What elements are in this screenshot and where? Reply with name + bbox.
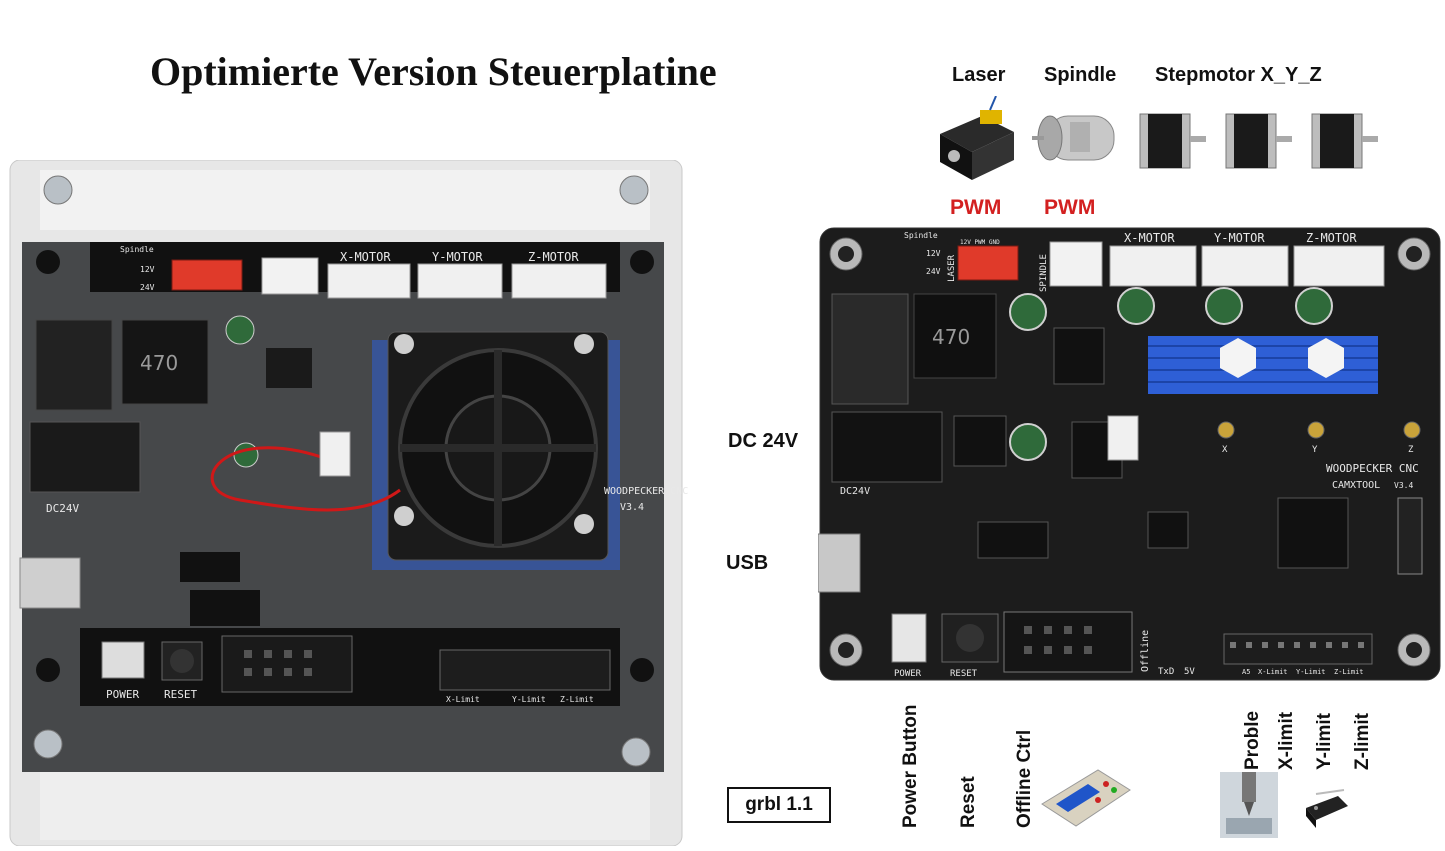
- label-z-limit: Z-limit: [1352, 713, 1373, 770]
- case-silk-spindle: Spindle: [120, 245, 154, 254]
- board-silk-y: Y: [1312, 445, 1318, 455]
- board-silk-z-motor: Z-MOTOR: [1306, 231, 1357, 245]
- board-silk-spindle: Spindle: [904, 231, 938, 240]
- case-silk-reset: RESET: [164, 688, 197, 701]
- label-spindle: Spindle: [1044, 64, 1117, 86]
- limit-switch-image: [1298, 786, 1354, 832]
- case-silk-power: POWER: [106, 688, 139, 701]
- stepper-motor-icon: [1311, 113, 1378, 169]
- board-silk-reset: RESET: [950, 669, 978, 679]
- board-silk-power: POWER: [894, 669, 922, 679]
- board-silk-y-motor: Y-MOTOR: [1214, 231, 1265, 245]
- offline-controller-icon: [1041, 769, 1131, 827]
- label-y-limit: Y-limit: [1314, 712, 1335, 770]
- bare-board-photo: X-MOTOR Y-MOTOR Z-MOTOR Spindle 12V 24V …: [817, 226, 1442, 686]
- case-silk-dc24v: DC24V: [46, 502, 79, 515]
- limit-switch-icon: [1306, 789, 1348, 828]
- board-silk-x-motor: X-MOTOR: [1124, 231, 1175, 245]
- case-silk-y-limit: Y-Limit: [512, 695, 546, 704]
- laser-module-icon: [940, 95, 1014, 180]
- label-dc-24v: DC 24V: [728, 430, 799, 452]
- case-silk-version: V3.4: [620, 502, 644, 513]
- label-usb: USB: [726, 552, 769, 574]
- stepper-motor-icon: [1139, 113, 1206, 169]
- board-silk-12v: 12V: [926, 249, 941, 258]
- label-x-limit: X-limit: [1276, 711, 1297, 770]
- board-in-case-photo: X-MOTOR Y-MOTOR Z-MOTOR Spindle 12V 24V …: [0, 159, 700, 847]
- case-silk-24v: 24V: [140, 283, 155, 292]
- board-silk-pwm-header: 12V PWM GND: [960, 239, 1000, 246]
- label-offline-ctrl: Offline Ctrl: [1014, 729, 1035, 828]
- case-silk-x-motor: X-MOTOR: [340, 250, 391, 264]
- offline-controller-image: [1036, 760, 1136, 836]
- label-proble: Proble: [1242, 710, 1263, 770]
- grbl-version-badge: grbl 1.1: [727, 787, 831, 823]
- board-silk-x-limit: X-Limit: [1258, 668, 1288, 676]
- stepper-motor-y-image: [1220, 106, 1296, 176]
- board-silk-z: Z: [1408, 445, 1414, 455]
- board-silk-spindle-vertical: SPINDLE: [1039, 254, 1049, 292]
- stepper-motor-icon: [1225, 113, 1292, 169]
- board-silk-z-limit: Z-Limit: [1334, 668, 1364, 676]
- label-pwm-laser: PWM: [950, 196, 1002, 219]
- label-pwm-spindle: PWM: [1044, 196, 1096, 219]
- board-silk-dc24v: DC24V: [840, 486, 870, 497]
- board-case-illustration: X-MOTOR Y-MOTOR Z-MOTOR Spindle 12V 24V …: [9, 159, 688, 847]
- board-inductor-label: 470: [932, 325, 970, 349]
- case-silk-z-limit: Z-Limit: [560, 695, 594, 704]
- label-reset: Reset: [958, 776, 979, 828]
- laser-module-image: [930, 95, 1020, 186]
- board-silk-x: X: [1222, 445, 1228, 455]
- board-silk-a5: A5: [1242, 668, 1250, 676]
- case-silk-z-motor: Z-MOTOR: [528, 250, 579, 264]
- case-silk-y-motor: Y-MOTOR: [432, 250, 483, 264]
- board-silk-y-limit: Y-Limit: [1296, 668, 1326, 676]
- stepper-motor-x-image: [1134, 106, 1210, 176]
- board-silk-5v: 5V: [1184, 667, 1195, 677]
- board-silk-brand: WOODPECKER CNC: [1326, 462, 1419, 475]
- board-silk-camxtool: CAMXTOOL: [1332, 480, 1380, 491]
- board-silk-laser: LASER: [947, 254, 957, 282]
- page-title: Optimierte Version Steuerplatine: [150, 49, 717, 94]
- spindle-motor-icon: [1032, 115, 1115, 161]
- board-silk-offline: Offline: [1140, 630, 1151, 672]
- probe-image: [1220, 772, 1278, 838]
- board-silk-txd: TxD: [1158, 667, 1174, 677]
- bare-board-illustration: X-MOTOR Y-MOTOR Z-MOTOR Spindle 12V 24V …: [817, 227, 1441, 681]
- case-silk-x-limit: X-Limit: [446, 695, 480, 704]
- label-laser: Laser: [952, 64, 1006, 86]
- stepper-motor-z-image: [1306, 106, 1382, 176]
- case-silk-12v: 12V: [140, 265, 155, 274]
- spindle-motor-image: [1030, 100, 1126, 180]
- label-stepmotor: Stepmotor X_Y_Z: [1155, 64, 1322, 86]
- case-silk-brand: WOODPECKER CNC: [604, 486, 688, 497]
- probe-icon: [1220, 772, 1278, 838]
- label-power-button: Power Button: [900, 704, 921, 829]
- board-silk-24v: 24V: [926, 267, 941, 276]
- case-inductor-label: 470: [140, 351, 178, 375]
- board-silk-version: V3.4: [1394, 481, 1413, 490]
